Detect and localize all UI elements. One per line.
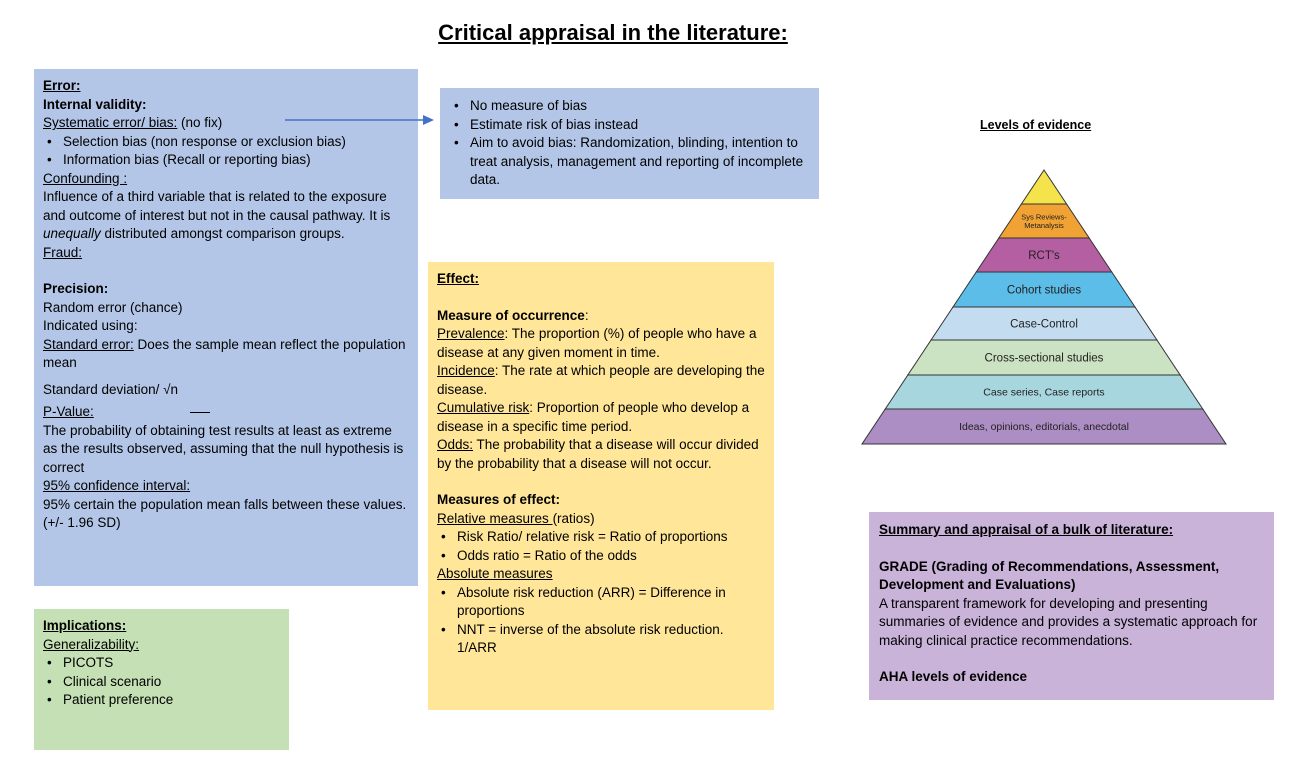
standard-deviation-text: Standard deviation/ √n <box>43 381 178 397</box>
confounding-label: Confounding : <box>43 170 128 186</box>
bias-approach-list: No measure of bias Estimate risk of bias… <box>450 97 809 190</box>
grade-text: A transparent framework for developing a… <box>879 595 1258 648</box>
effect-box: Effect: Measure of occurrence: Prevalenc… <box>428 262 774 710</box>
systematic-error-note: (no fix) <box>177 115 223 130</box>
odds-label: Odds: <box>437 437 474 452</box>
bias-list: Selection bias (non response or exclusio… <box>43 133 409 170</box>
cumulative-line: Cumulative risk: Proportion of people wh… <box>437 399 765 436</box>
prevalence-label: Prevalence <box>437 326 505 341</box>
implications-heading: Implications: <box>43 618 127 633</box>
fraud-label: Fraud: <box>43 244 83 260</box>
cumulative-label: Cumulative risk <box>437 400 530 415</box>
standard-error-line: Standard error: Does the sample mean ref… <box>43 336 409 373</box>
random-error-text: Random error (chance) <box>43 299 183 315</box>
systematic-error-label: Systematic error/ bias: <box>43 115 178 130</box>
incidence-label: Incidence <box>437 363 495 378</box>
pvalue-line: P-Value: <box>43 403 409 422</box>
list-item: Patient preference <box>43 691 280 710</box>
odds-text: The probability that a disease will occu… <box>437 437 759 471</box>
systematic-error-line: Systematic error/ bias: (no fix) <box>43 114 409 133</box>
implications-list: PICOTS Clinical scenario Patient prefere… <box>43 654 280 710</box>
effect-heading: Effect: <box>437 271 480 286</box>
relative-line: Relative measures (ratios) <box>437 510 765 529</box>
list-item: Clinical scenario <box>43 673 280 692</box>
absolute-list: Absolute risk reduction (ARR) = Differen… <box>437 584 765 658</box>
odds-line: Odds: The probability that a disease wil… <box>437 436 765 473</box>
confounding-text-part: Influence of a third variable that is re… <box>43 189 391 223</box>
standard-error-text: Does the sample mean reflect the populat… <box>43 336 406 371</box>
pyramid-tier <box>1020 169 1068 205</box>
list-item: Information bias (Recall or reporting bi… <box>43 151 409 170</box>
list-item: Selection bias (non response or exclusio… <box>43 133 409 152</box>
occurrence-line: Measure of occurrence: <box>437 307 765 326</box>
pyramid-tier-label: Cohort studies <box>1007 285 1081 297</box>
confounding-emphasis: unequally <box>43 226 101 241</box>
error-box: Error: Internal validity: Systematic err… <box>34 69 418 586</box>
relative-label: Relative measures <box>437 510 553 526</box>
pyramid-tier-label: Ideas, opinions, editorials, anecdotal <box>959 421 1129 433</box>
list-item: Estimate risk of bias instead <box>450 116 809 135</box>
list-item: Aim to avoid bias: Randomization, blindi… <box>450 134 809 190</box>
prevalence-line: Prevalence: The proportion (%) of people… <box>437 325 765 362</box>
list-item: NNT = inverse of the absolute risk reduc… <box>437 621 765 658</box>
standard-error-label: Standard error: <box>43 336 134 352</box>
ci-label: 95% confidence interval: <box>43 478 191 493</box>
incidence-text: : The rate at which people are developin… <box>437 363 765 397</box>
aha-label: AHA levels of evidence <box>879 669 1028 684</box>
incidence-line: Incidence: The rate at which people are … <box>437 362 765 399</box>
cumulative-text: : Proportion of people who develop a dis… <box>437 400 750 434</box>
internal-validity-label: Internal validity: <box>43 96 147 112</box>
list-item: Absolute risk reduction (ARR) = Differen… <box>437 584 765 621</box>
pyramid-tier <box>861 408 1227 445</box>
confounding-text: Influence of a third variable that is re… <box>43 188 409 244</box>
relative-note: (ratios) <box>552 510 595 526</box>
indicated-using-text: Indicated using: <box>43 318 138 333</box>
list-item: Risk Ratio/ relative risk = Ratio of pro… <box>437 528 765 547</box>
generalizability-label: Generalizability: <box>43 636 140 652</box>
summary-heading: Summary and appraisal of a bulk of liter… <box>879 522 1174 537</box>
occurrence-label: Measure of occurrence <box>437 307 585 323</box>
prevalence-text: : The proportion (%) of people who have … <box>437 326 757 360</box>
pyramid-tier-label: Sys Reviews-Metanalysis <box>1021 212 1067 230</box>
pvalue-label: P-Value: <box>43 404 94 419</box>
list-item: PICOTS <box>43 654 280 673</box>
pvalue-text: The probability of obtaining test result… <box>43 422 404 475</box>
relative-list: Risk Ratio/ relative risk = Ratio of pro… <box>437 528 765 565</box>
pyramid-tier-label: Cross-sectional studies <box>985 353 1104 365</box>
occurrence-colon: : <box>584 307 589 323</box>
summary-box: Summary and appraisal of a bulk of liter… <box>869 512 1274 700</box>
pyramid-tier-label: Case series, Case reports <box>983 387 1104 399</box>
list-item: No measure of bias <box>450 97 809 116</box>
effect-measures-label: Measures of effect: <box>437 492 561 507</box>
pyramid-tier-label: RCT's <box>1028 250 1060 262</box>
fraction-bar <box>189 411 210 413</box>
error-heading: Error: <box>43 78 81 93</box>
arrow-right-icon <box>285 115 434 125</box>
confounding-text-part: distributed amongst comparison groups. <box>100 226 345 241</box>
pyramid-title: Levels of evidence <box>980 118 1092 132</box>
pyramid-tier-label: Case-Control <box>1010 319 1078 331</box>
ci-text: 95% certain the population mean falls be… <box>43 496 407 531</box>
precision-label: Precision: <box>43 281 109 296</box>
grade-label: GRADE (Grading of Recommendations, Asses… <box>879 558 1220 593</box>
absolute-label: Absolute measures <box>437 566 553 581</box>
page-title: Critical appraisal in the literature: <box>438 20 788 45</box>
implications-box: Implications: Generalizability: PICOTS C… <box>34 609 289 750</box>
bias-box: No measure of bias Estimate risk of bias… <box>440 88 819 199</box>
list-item: Odds ratio = Ratio of the odds <box>437 547 765 566</box>
